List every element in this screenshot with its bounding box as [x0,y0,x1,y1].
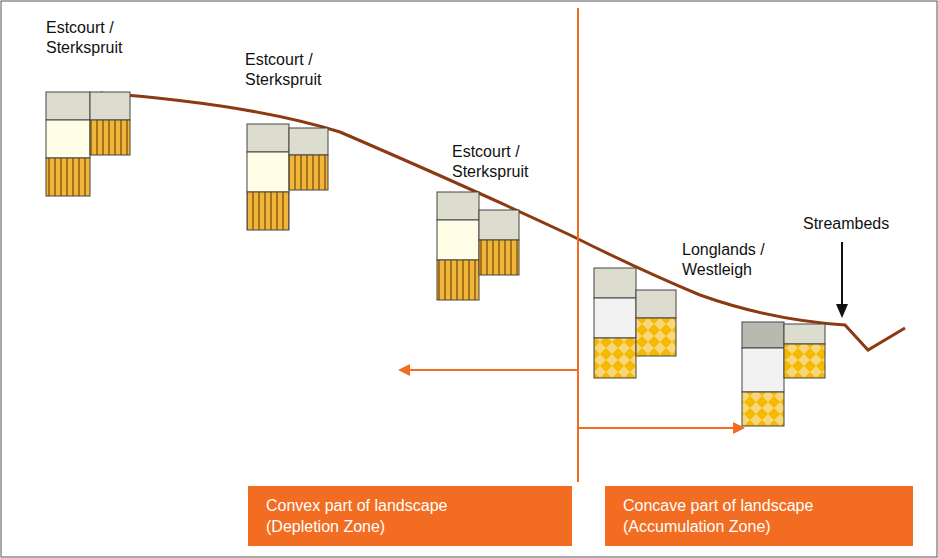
depletion-arrow [398,364,578,376]
zone-box: Concave part of landscape (Accumulation … [605,486,913,546]
slope-line [100,93,905,350]
streambed-pointer [836,242,848,318]
accumulation-arrow [578,422,745,434]
zone-text: Concave part of landscape (Accumulation … [623,495,873,537]
zone-box: Convex part of landscape (Depletion Zone… [248,486,572,546]
zone-text: Convex part of landscape (Depletion Zone… [266,495,486,537]
soil-form-label: Longlands / Westleigh [682,240,782,280]
feature-label: Streambeds [803,214,913,234]
zone-divider [577,8,579,482]
soil-form-label: Estcourt / Sterkspruit [46,18,146,58]
soil-form-label: Estcourt / Sterkspruit [452,142,552,182]
soil-profiles [46,92,825,426]
soil-form-label: Estcourt / Sterkspruit [245,50,345,90]
